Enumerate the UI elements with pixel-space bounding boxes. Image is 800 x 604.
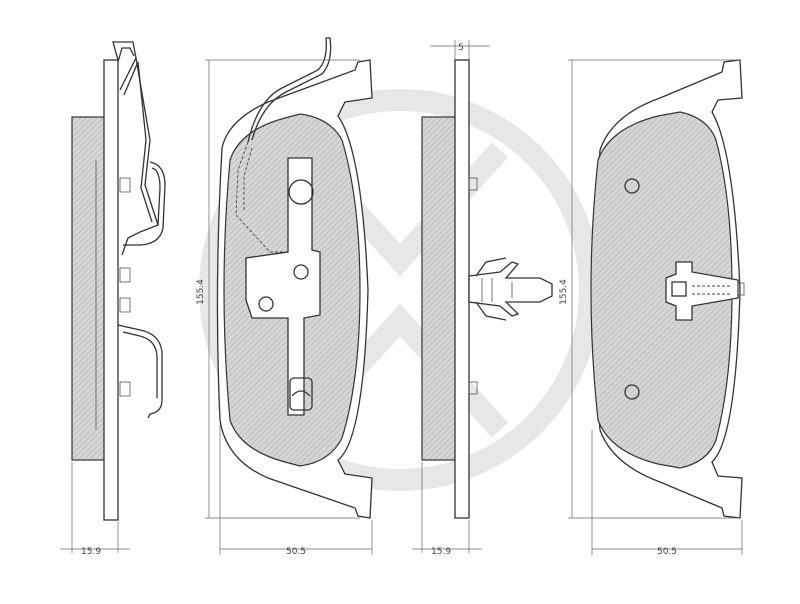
right-width-label: 50.5: [657, 547, 677, 557]
left-height-dimension: 155.4: [196, 59, 360, 519]
clip-spring-lower: [117, 324, 163, 419]
right-pad-rivet-hole-lower: [624, 384, 640, 400]
left-side-view: [71, 41, 166, 521]
right-side-view: [421, 59, 553, 519]
right-pad-friction-area: [590, 111, 733, 469]
right-height-label: 155.4: [559, 279, 569, 305]
right-height-dimension: 155.4: [559, 59, 740, 519]
left-friction-material: [71, 116, 107, 461]
left-pad-rivet-hole-lower: [258, 296, 274, 312]
sensor-plate: [245, 157, 321, 416]
wear-sensor-wire: [247, 37, 332, 143]
right-thickness-dimension: 15.9: [412, 462, 482, 557]
left-width-label: 50.5: [286, 547, 306, 557]
right-width-dimension: 50.5: [591, 430, 743, 557]
left-pad-rivet-hole-center: [293, 264, 309, 280]
right-front-view: [590, 59, 745, 519]
clip-offset-dimension: 5: [430, 40, 490, 60]
left-front-view: [216, 37, 373, 519]
right-pad-clip: [468, 261, 553, 317]
right-friction-material: [421, 116, 459, 461]
left-width-dimension: 50.5: [219, 425, 373, 557]
right-pad-rivet-hole-upper: [624, 178, 640, 194]
left-thickness-label: 15.9: [81, 547, 101, 557]
left-thickness-dimension: 15.9: [60, 462, 130, 557]
right-backing-plate: [454, 59, 470, 519]
left-backing-plate: [103, 59, 119, 521]
left-height-label: 155.4: [196, 279, 206, 305]
center-clip-mount: [665, 261, 739, 321]
right-thickness-label: 15.9: [431, 547, 451, 557]
clip-spring-upper: [123, 161, 166, 246]
clip-top-tab: [112, 41, 137, 61]
clip-offset-label: 5: [458, 43, 464, 53]
